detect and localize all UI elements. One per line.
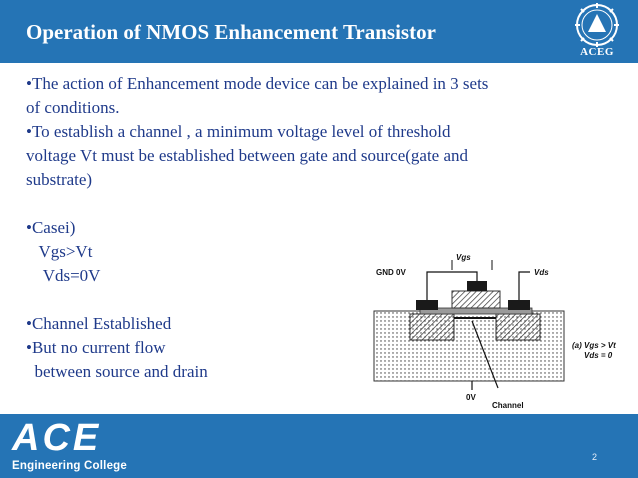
body-line: Vgs>Vt [26,242,93,261]
gate [451,290,501,309]
footer-subtitle: Engineering College [12,460,127,472]
body-line: •Casei) [26,218,76,237]
slide-title: Operation of NMOS Enhancement Transistor [26,20,436,44]
college-logo: ACEG [562,2,632,62]
condition-b-label: Vds = 0 [584,351,613,360]
slide-body: •The action of Enhancement mode device c… [26,72,626,384]
body-line: substrate) [26,170,93,189]
source-contact [416,300,438,310]
drain-region [495,313,541,341]
body-line: Vds=0V [26,266,101,285]
vds-label: Vds [534,268,549,277]
page-number: 2 [592,452,598,462]
body-line: •Channel Established [26,314,172,333]
source-region [409,313,455,341]
body-line [26,192,626,216]
logo-label: ACEG [580,46,614,58]
body-line: •But no current flow [26,338,166,357]
header-bar [0,0,638,63]
gate-contact [467,281,487,291]
channel-label: Channel [492,401,524,410]
body-line: of conditions. [26,98,120,117]
drain-contact [508,300,530,310]
emblem-icon [575,3,619,47]
nmos-diagram: GND 0V Vgs Vds 0V Channel (a) Vgs > Vt V… [373,253,616,410]
body-line: between source and drain [26,362,208,381]
vgs-label: Vgs [456,253,471,262]
gnd-label: GND 0V [376,268,406,277]
condition-a-label: (a) Vgs > Vt [572,341,616,350]
zero-volt-label: 0V [466,393,476,402]
body-line: •The action of Enhancement mode device c… [26,74,489,93]
footer-brand: ACE [12,417,102,459]
body-line: voltage Vt must be established between g… [26,146,469,165]
body-line: •To establish a channel , a minimum volt… [26,122,451,141]
footer-bar [0,414,638,478]
